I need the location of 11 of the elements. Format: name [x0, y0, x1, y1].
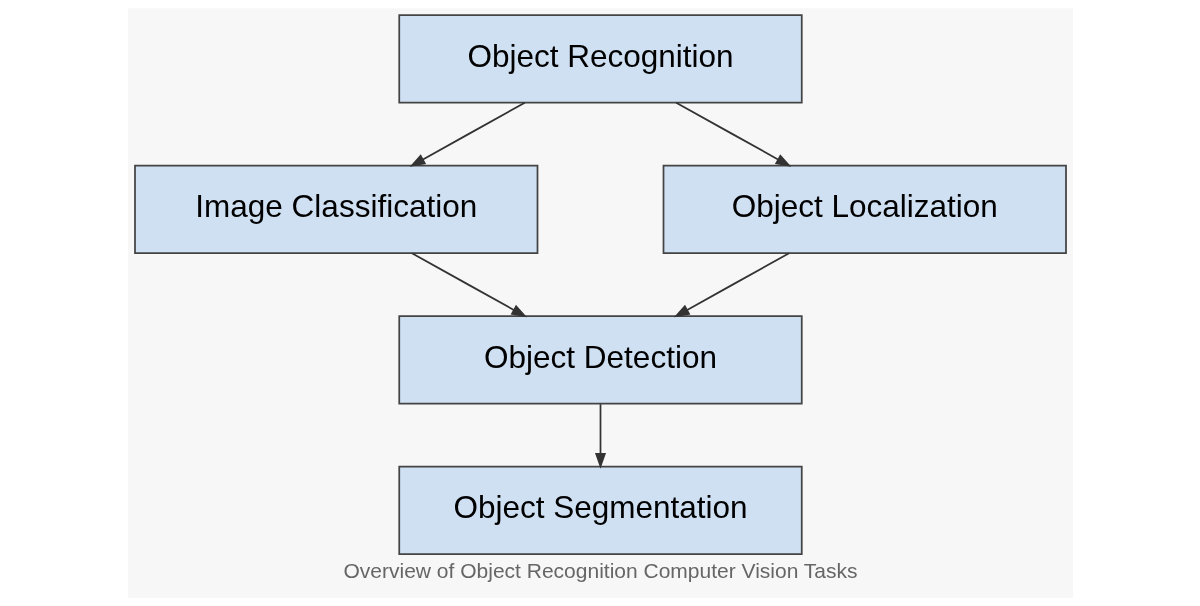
- arrow: [409, 101, 526, 167]
- arrow: [673, 252, 790, 318]
- arrow: [674, 101, 791, 167]
- arrow: [410, 252, 527, 318]
- arrow: [594, 403, 606, 469]
- node-box: Object Segmentation: [397, 465, 803, 555]
- node-box: Object Detection: [397, 315, 803, 405]
- node-box: Object Localization: [662, 164, 1067, 254]
- node-box: Object Recognition: [397, 14, 803, 104]
- caption: Overview of Object Recognition Computer Vision Tasks: [343, 558, 857, 582]
- node-box: Image Classification: [133, 164, 538, 254]
